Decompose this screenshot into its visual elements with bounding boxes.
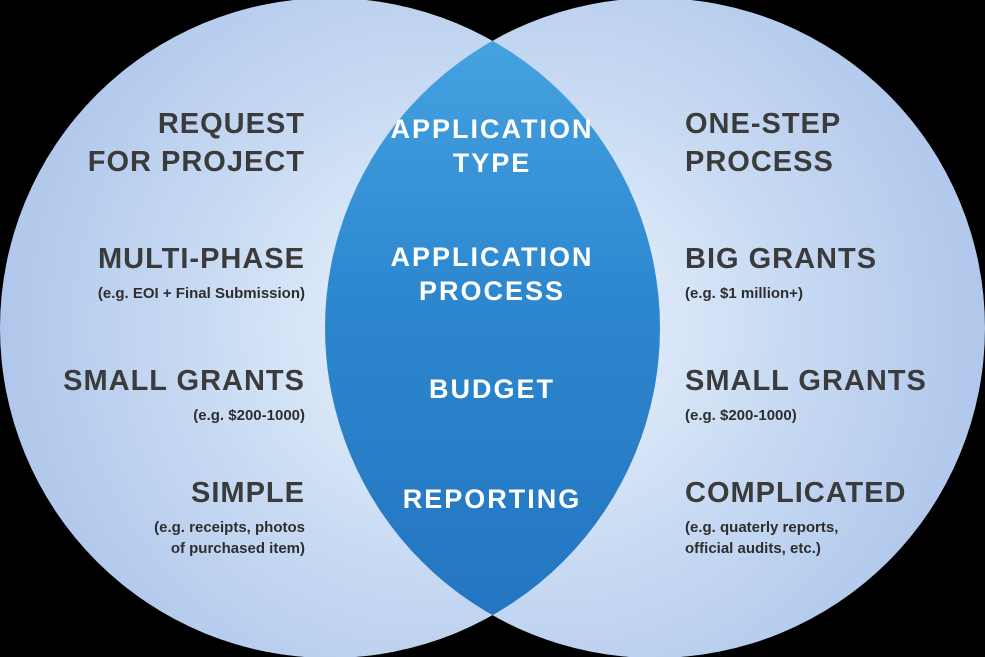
heading-line: FOR PROJECT [87,146,305,178]
heading-line: BIG GRANTS [685,243,878,275]
left-item-request-for-project: REQUEST FOR PROJECT [0,105,305,181]
right-item-complicated: COMPLICATED (e.g. quaterly reports, offi… [685,474,980,559]
subtitle-line: (e.g. quaterly reports, [685,519,839,536]
left-item-simple: SIMPLE (e.g. receipts, photos of purchas… [0,474,305,559]
subtitle-line: (e.g. receipts, photos [154,519,305,536]
subtitle-line: (e.g. $200-1000) [685,407,797,424]
heading-line: APPLICATION [390,114,594,144]
center-item-reporting: REPORTING [342,482,642,516]
subtitle-line: (e.g. EOI + Final Submission) [97,285,305,302]
heading-line: PROCESS [418,276,566,306]
center-item-application-type: APPLICATION TYPE [342,112,642,180]
heading-line: APPLICATION [390,242,594,272]
heading-line: REQUEST [157,108,305,140]
subtitle-line: (e.g. $1 million+) [685,285,803,302]
heading-line: TYPE [452,148,532,178]
right-item-one-step-process: ONE-STEP PROCESS [685,105,980,181]
right-item-small-grants: SMALL GRANTS (e.g. $200-1000) [685,362,980,426]
center-item-budget: BUDGET [342,372,642,406]
heading-line: BUDGET [429,374,555,404]
heading-line: SIMPLE [191,477,305,509]
subtitle-line: (e.g. $200-1000) [193,407,305,424]
right-item-big-grants: BIG GRANTS (e.g. $1 million+) [685,240,980,304]
left-item-multi-phase: MULTI-PHASE (e.g. EOI + Final Submission… [0,240,305,304]
heading-line: REPORTING [402,484,582,514]
heading-line: SMALL GRANTS [63,365,305,397]
intersection-lens [325,0,660,657]
heading-line: MULTI-PHASE [97,243,305,275]
left-item-small-grants: SMALL GRANTS (e.g. $200-1000) [0,362,305,426]
subtitle-line: of purchased item) [170,540,305,557]
heading-line: SMALL GRANTS [685,365,927,397]
center-item-application-process: APPLICATION PROCESS [342,240,642,308]
subtitle-line: official audits, etc.) [685,540,821,557]
heading-line: ONE-STEP [685,108,842,140]
heading-line: COMPLICATED [685,477,907,509]
heading-line: PROCESS [685,146,834,178]
